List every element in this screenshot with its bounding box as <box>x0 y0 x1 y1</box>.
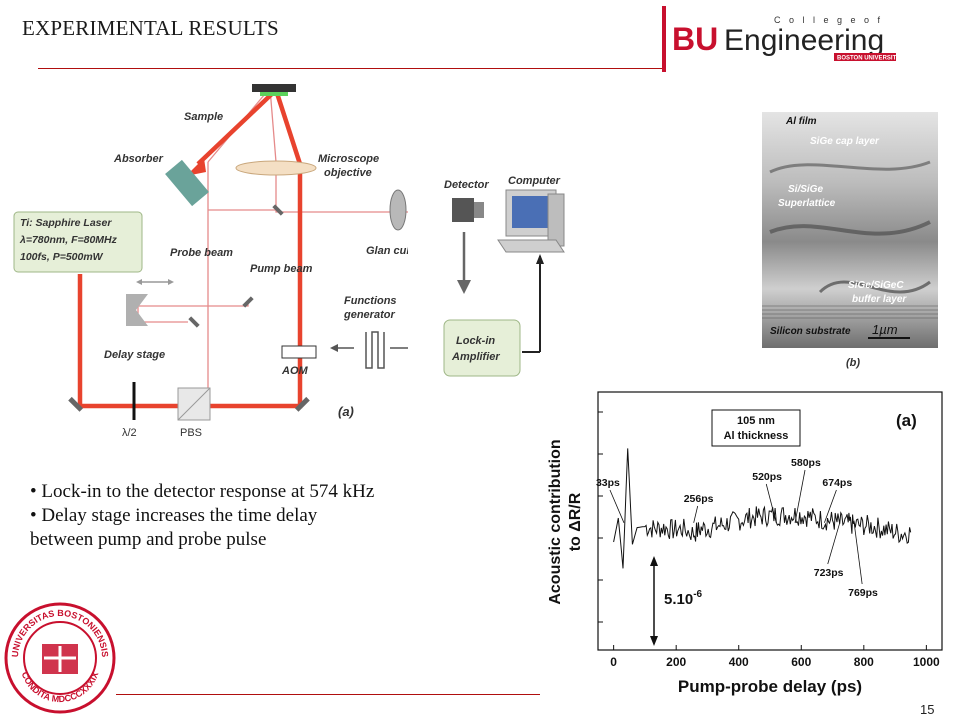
x-tick-label-200: 200 <box>666 655 686 669</box>
detector <box>452 198 474 222</box>
bullet-2-line-2: between pump and probe pulse <box>30 529 267 550</box>
microscope-label-2: objective <box>324 167 372 179</box>
tem-superlattice-label-1: Si/SiGe <box>788 184 823 195</box>
computer-tower <box>547 193 565 247</box>
x-tick-label-0: 0 <box>610 655 617 669</box>
computer-screen <box>512 196 550 228</box>
functions-label-2: generator <box>343 309 395 321</box>
lock-in-amplifier <box>443 319 521 377</box>
absorber-label: Absorber <box>113 153 164 165</box>
absorber <box>165 159 209 207</box>
logo-bu: BU <box>672 21 718 57</box>
legend-line-2: Al thickness <box>724 430 789 442</box>
legend-box <box>711 409 801 447</box>
slide-title: EXPERIMENTAL RESULTS <box>22 16 279 40</box>
annotation-pointer-580ps <box>794 469 806 523</box>
annotation-pointer-674ps <box>824 489 837 523</box>
computer-label: Computer <box>508 175 561 187</box>
functions-waveform <box>365 331 385 369</box>
probe-beam-label: Probe beam <box>170 247 233 259</box>
annotation-33ps: 33ps <box>596 477 620 489</box>
tem-superlattice-label-2: Superlattice <box>778 198 836 209</box>
title-divider <box>38 68 666 69</box>
annotation-256ps: 256ps <box>684 493 714 505</box>
electronics-diagram: Detector Computer Lock-in Amplifier <box>443 175 565 377</box>
x-tick-label-800: 800 <box>854 655 874 669</box>
annotation-pointer-33ps <box>609 489 625 523</box>
functions-label-1: Functions <box>344 295 397 307</box>
laser-label-3: 100fs, P=500mW <box>20 251 104 263</box>
annotation-pointer-769ps <box>853 522 863 585</box>
laser-label-1: Ti: Sapphire Laser <box>20 217 112 229</box>
y-axis-label-1: Acoustic contribution <box>547 439 564 604</box>
x-axis-label: Pump-probe delay (ps) <box>678 677 862 696</box>
annotation-pointer-256ps <box>693 505 699 523</box>
tem-cap-label: SiGe cap layer <box>810 136 880 147</box>
delay-stage <box>126 294 148 326</box>
half-wave-label: λ/2 <box>122 427 137 439</box>
delay-stage-label: Delay stage <box>104 349 165 361</box>
lock-in-label-1: Lock-in <box>456 335 495 347</box>
annotation-520ps: 520ps <box>752 471 782 483</box>
aom-label: AOM <box>281 365 309 377</box>
sample-mount <box>252 84 296 92</box>
aom <box>281 345 317 359</box>
sample-label: Sample <box>184 111 223 123</box>
boston-university-seal: UNIVERSITAS BOSTONIENSIS CONDITA MDCCCXX… <box>4 602 116 714</box>
annotation-769ps: 769ps <box>848 587 878 599</box>
bullet-list: • Lock-in to the detector response at 57… <box>30 480 530 552</box>
page-number: 15 <box>920 702 935 717</box>
tem-substrate-label: Silicon substrate <box>770 326 851 337</box>
microscope-label-1: Microscope <box>318 153 379 165</box>
setup-panel-label: (a) <box>338 404 354 419</box>
tem-al-film-label: Al film <box>785 116 817 127</box>
sample <box>260 92 288 96</box>
footer-divider <box>116 694 540 695</box>
series-line-acoustic <box>613 448 912 569</box>
tem-panel-label: (b) <box>846 357 860 369</box>
legend-line-1: 105 nm <box>737 415 775 427</box>
pump-beam-label: Pump beam <box>250 263 313 275</box>
setup-diagram: Sample Absorber Microscope objective Ti:… <box>13 84 408 439</box>
detector-label: Detector <box>444 179 489 191</box>
annotation-pointer-723ps <box>827 522 841 565</box>
laser-label-2: λ=780nm, F=80MHz <box>19 234 118 246</box>
tem-buffer-label-2: buffer layer <box>852 294 907 305</box>
tem-buffer-label-1: SiGe/SiGeC <box>848 280 904 291</box>
x-tick-label-1000: 1000 <box>913 655 940 669</box>
logo-university-bar <box>834 53 896 61</box>
pbs-label: PBS <box>180 427 202 439</box>
tem-micrograph: Al film SiGe cap layer Si/SiGe Superlatt… <box>762 112 938 369</box>
glan-cube-label: Glan cube <box>366 245 408 257</box>
x-tick-label-400: 400 <box>729 655 749 669</box>
annotation-pointer-520ps <box>765 483 777 523</box>
x-axis-ticks: 0 200 400 600 800 1000 <box>598 411 940 669</box>
chart-panel-label: (a) <box>896 411 917 430</box>
bu-engineering-logo: C o l l e g e o f BU Engineering BOSTON … <box>662 6 900 72</box>
annotation-580ps: 580ps <box>791 457 821 469</box>
bullet-2-line-1: • Delay stage increases the time delay <box>30 505 318 526</box>
logo-engineering: Engineering <box>724 24 884 57</box>
microscope-objective <box>235 160 317 176</box>
pump-probe-chart: 0 200 400 600 800 1000 33ps 256ps 520ps 580ps674… <box>547 391 943 696</box>
lock-in-label-2: Amplifier <box>451 351 500 363</box>
y-axis-label-2: to ΔR/R <box>567 492 584 551</box>
logo-university: BOSTON UNIVERSITY <box>837 56 900 62</box>
logo-red-bar <box>662 6 666 72</box>
x-tick-label-600: 600 <box>791 655 811 669</box>
bullet-1: • Lock-in to the detector response at 57… <box>30 481 375 502</box>
glan-cube <box>389 189 407 231</box>
logo-college-of: C o l l e g e o f <box>774 15 883 25</box>
laser-box <box>13 211 143 273</box>
annotation-674ps: 674ps <box>822 477 852 489</box>
computer-keyboard <box>497 239 565 253</box>
mirrors <box>68 204 310 412</box>
scale-bar-label: 5.10-6 <box>664 589 703 608</box>
tem-scale-label: 1µm <box>872 322 898 337</box>
annotation-723ps: 723ps <box>814 567 844 579</box>
